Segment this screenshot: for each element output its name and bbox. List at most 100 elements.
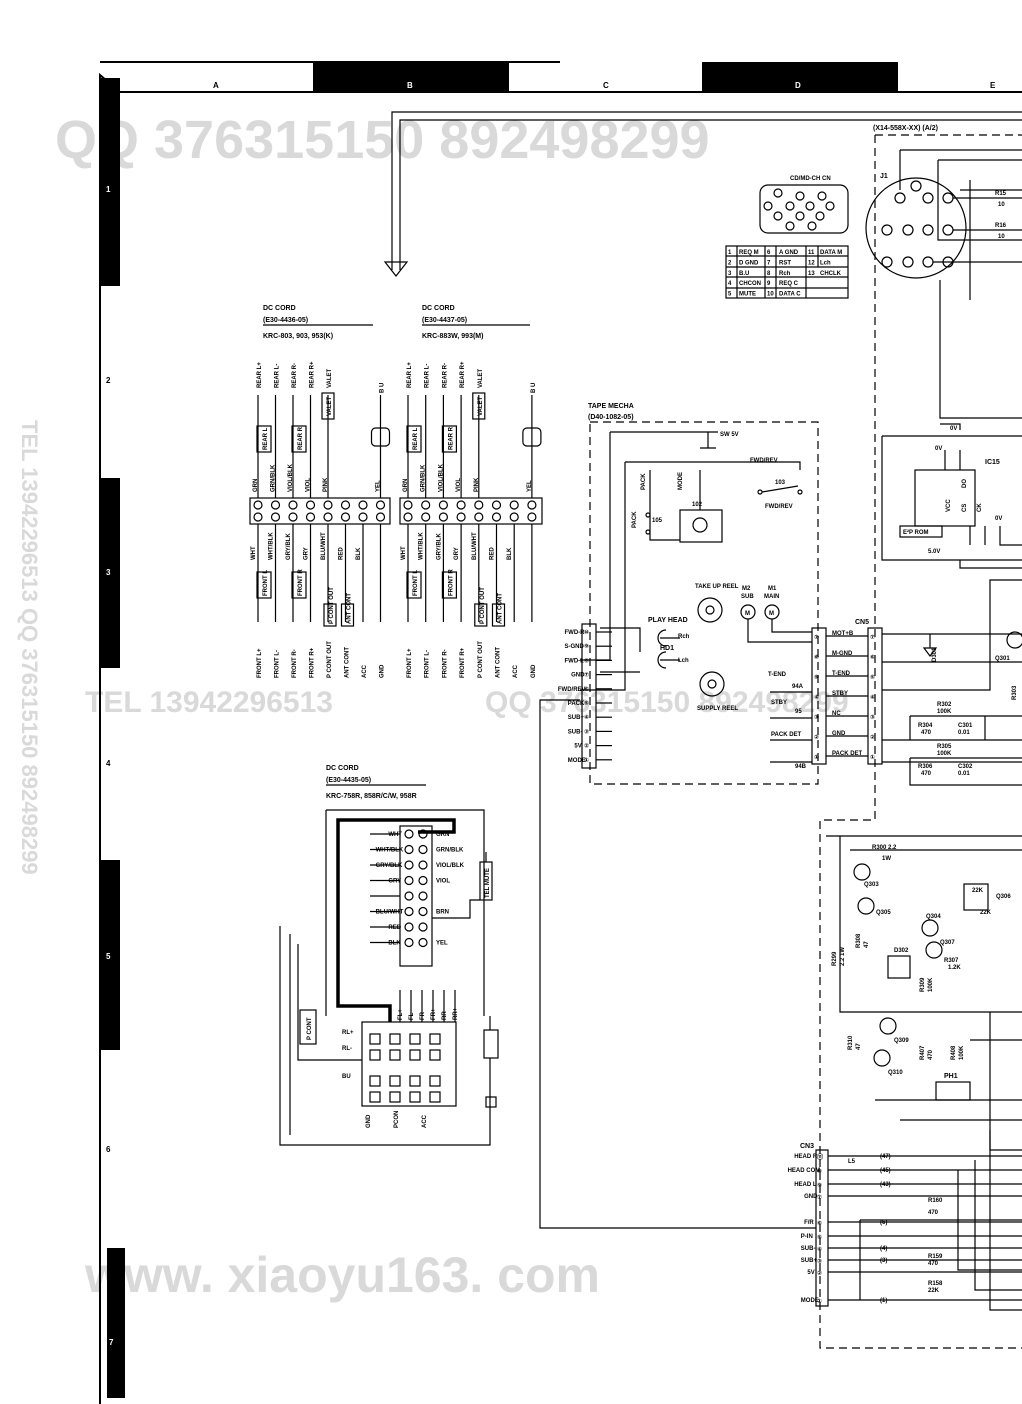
r306-label: R306: [918, 764, 933, 770]
row-6: 6: [106, 1145, 111, 1154]
cn5-pin-num-b: ③: [870, 714, 875, 721]
cord-box-label: FRONT R: [298, 569, 304, 596]
cord-lower-wire: RED: [339, 547, 345, 560]
switch-pack-det: PACK DET: [771, 732, 802, 738]
cn3-pin-num: ③: [817, 1258, 822, 1265]
cord-box-label: VALET: [478, 396, 484, 416]
cn5-pin-label: NC: [832, 711, 841, 717]
r300-label: R300 2.2: [872, 845, 897, 851]
q305-label: Q305: [876, 910, 891, 916]
lch-label: Lch: [678, 658, 689, 664]
tape-mecha-part: (D40-1082-05): [588, 414, 634, 421]
cd-pin-cell: REQ C: [779, 281, 799, 287]
cn5-pin-label: PACK DET: [832, 751, 863, 757]
cord-lower-wire: WHT: [401, 546, 407, 560]
switch-105-label: 105: [652, 518, 663, 524]
c302-label: C302: [958, 764, 973, 770]
cord-top-label: REAR R+: [310, 361, 316, 388]
ic15-v3: 5.0V: [928, 549, 940, 555]
cd-connector-body: [759, 184, 849, 234]
cord-box-label: VALET: [327, 396, 333, 416]
dc-cord-3-models: KRC-758R, 858R/C/W, 958R: [326, 793, 417, 800]
cord-wire-label: PINK: [323, 477, 329, 492]
q310-label: Q310: [888, 1070, 903, 1076]
cord-bottom-label: FRONT R+: [460, 647, 466, 678]
plug-bottom-label: ACC: [422, 1114, 428, 1128]
col-b-band: [313, 62, 509, 91]
tape-mecha-box: [589, 421, 819, 785]
mode-label: MODE: [678, 472, 684, 490]
cord-lower-wire: GRY/BLK: [286, 533, 292, 560]
cn3-pin-num: ⑨: [817, 1182, 822, 1189]
dc-cord-2: DC CORD (E30-4437-05) KRC-883W, 993(M) R…: [399, 305, 543, 678]
cn5-pin-num-a: ③: [814, 714, 819, 721]
r306-value: 470: [921, 771, 932, 777]
ic15-v4: 0V: [995, 516, 1002, 522]
q301-label: Q301: [995, 656, 1010, 662]
r160-label: R160: [928, 1198, 943, 1204]
q303: [853, 863, 871, 881]
r407-value: 470: [928, 1049, 934, 1060]
tape-pin-num: ③: [584, 728, 589, 735]
sheet-frame: A B C D E 1 2 3 4 5 6 7: [99, 61, 1022, 1404]
row-1-band: [100, 78, 120, 286]
cord-top-label: B U: [531, 383, 537, 393]
tape-pin-label: S-GND: [565, 644, 585, 650]
cord3-right-wire: GRN/BLK: [436, 848, 464, 854]
r308-value: 47: [864, 941, 870, 948]
cord-bottom-label: FRONT L-: [275, 650, 281, 678]
r159-label: R159: [928, 1254, 943, 1260]
col-e: E: [990, 81, 996, 90]
switch-102-label: 102: [692, 502, 703, 508]
dc-cord-1: DC CORD (E30-4436-05) KRC-803, 903, 953(…: [249, 305, 391, 678]
cn3-ref: (6): [880, 1220, 887, 1226]
dc-cord-3-part: (E30-4435-05): [326, 777, 371, 784]
cord-bottom-label: GND: [531, 664, 537, 678]
cn3-ref: (43): [880, 1182, 891, 1188]
tape-mecha: TAPE MECHA (D40-1082-05) SW 5V FWD/REV 1…: [558, 403, 819, 785]
cord-top-label: REAR L-: [425, 364, 431, 388]
ph1-label: PH1: [944, 1073, 958, 1080]
l5-label: L5: [848, 1159, 856, 1165]
r22k-a: 22K: [972, 888, 984, 894]
cord3-left-wire: WHT: [388, 832, 402, 838]
cn3-pin-label: GND: [804, 1194, 818, 1200]
plug-top-label: RR-: [442, 1009, 448, 1020]
tape-left-connector: [581, 623, 597, 769]
row-7-band: [107, 1248, 125, 1398]
r407-label: R407: [920, 1045, 926, 1060]
cord3-left-wire: BLU/WHT: [376, 910, 404, 916]
cn3-pin-label: HEAD COM: [788, 1168, 821, 1174]
hd1-label: HD1: [660, 645, 674, 652]
ic15-pin-cs: CS: [962, 504, 968, 512]
cn3-pin-label: F/R: [804, 1220, 814, 1226]
cn3-pin-num: ②: [817, 1270, 822, 1277]
tape-pin-num: ①: [584, 757, 589, 764]
m2-sub: SUB: [741, 594, 754, 600]
r299-label: R299: [832, 951, 838, 966]
cord-bottom-label: FRONT R+: [310, 647, 316, 678]
cord-box-label: REAR R: [448, 426, 454, 450]
cord-lower-wire: WHT/BLK: [419, 532, 425, 560]
cord-lower-wire: GRY/BLK: [436, 533, 442, 560]
plug-top-label: RR+: [453, 1007, 459, 1020]
cn5-pin-label: MOT+B: [832, 631, 854, 637]
p-cont-label: P CONT: [307, 1017, 313, 1040]
cn3-pin-num: ⑥: [817, 1220, 822, 1227]
switch-95: 95: [795, 709, 802, 715]
cn5-label: CN5: [855, 619, 869, 626]
plug-bottom-label: PCON: [394, 1111, 400, 1128]
cd-pin-cell: 13: [808, 271, 815, 277]
cord-bottom-label: GND: [380, 664, 386, 678]
r16-value: 10: [998, 234, 1005, 240]
cd-pin-cell: REQ M: [739, 250, 759, 256]
r16-label: R16: [995, 223, 1007, 229]
ic15-v2: 0V: [950, 426, 957, 432]
cord-bottom-label: P CONT OUT: [478, 641, 484, 678]
jack-label: J1: [880, 173, 888, 180]
cord-wire-label: YEL: [376, 480, 382, 492]
ic15-pin-do: DO: [962, 479, 968, 488]
cd-pin-cell: Rch: [779, 271, 791, 277]
cd-pin-cell: RST: [779, 260, 791, 266]
